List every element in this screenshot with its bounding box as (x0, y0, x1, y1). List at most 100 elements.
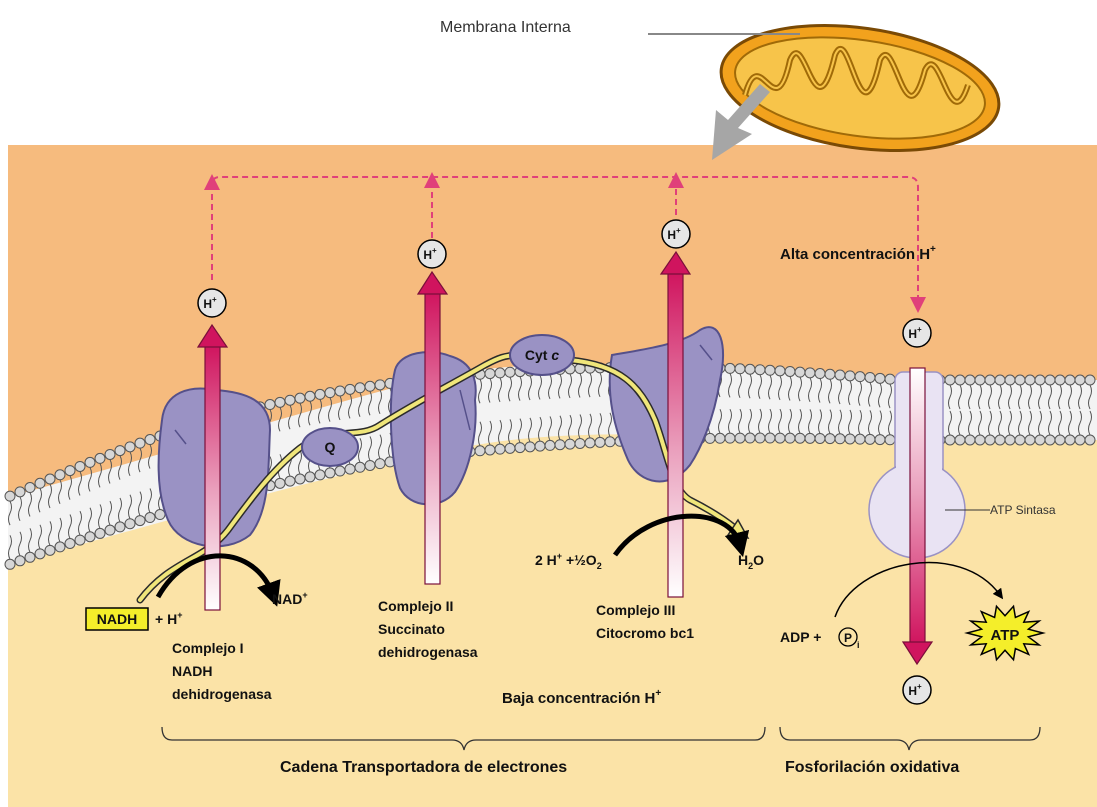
lipid-head (885, 374, 895, 384)
lipid-head (345, 464, 355, 474)
fosforilacion-label: Fosforilación oxidativa (785, 759, 959, 776)
lipid-head (105, 449, 115, 459)
lipid-head (775, 433, 785, 443)
lipid-head (875, 373, 885, 383)
lipid-head (5, 559, 15, 569)
lipid-head (1055, 375, 1065, 385)
phosphate-p: P (844, 631, 852, 645)
lipid-head (885, 435, 895, 445)
baja-concentracion-label: Baja concentración H+ (502, 688, 661, 707)
lipid-head (325, 388, 335, 398)
lipid-head (795, 367, 805, 377)
lipid-head (1035, 435, 1045, 445)
lipid-head (55, 470, 65, 480)
lipid-head (525, 442, 535, 452)
lipid-head (1005, 375, 1015, 385)
lipid-head (725, 363, 735, 373)
lipid-head (805, 433, 815, 443)
atp-sintasa-label: ATP Sintasa (990, 503, 1056, 517)
complex-i-line3: dehidrogenasa (172, 686, 272, 702)
lipid-head (595, 437, 605, 447)
lipid-head (315, 470, 325, 480)
lipid-head (125, 442, 135, 452)
ubiquinone-q: Q (302, 428, 358, 466)
lipid-head (285, 476, 295, 486)
lipid-head (745, 433, 755, 443)
lipid-head (315, 389, 325, 399)
lipid-head (845, 434, 855, 444)
complex-ii-line2: Succinato (378, 621, 445, 637)
complex-ii-title: Complejo II (378, 598, 453, 614)
lipid-head (155, 510, 165, 520)
lipid-head (95, 453, 105, 463)
lipid-head (765, 433, 775, 443)
lipid-head (715, 433, 725, 443)
lipid-head (565, 439, 575, 449)
lipid-head (505, 443, 515, 453)
lipid-head (575, 438, 585, 448)
complex-i-title: Complejo I (172, 640, 244, 656)
lipid-head (515, 443, 525, 453)
lipid-head (295, 474, 305, 484)
lipid-head (375, 459, 385, 469)
atp-label: ATP (991, 627, 1020, 644)
lipid-head (475, 446, 485, 456)
nad-label: NAD+ (272, 590, 308, 607)
lipid-head (995, 435, 1005, 445)
lipid-head (745, 364, 755, 374)
lipid-head (1015, 375, 1025, 385)
lipid-head (1045, 375, 1055, 385)
lipid-head (345, 384, 355, 394)
proton-ion-icon: H+ (903, 319, 931, 347)
lipid-head (75, 461, 85, 471)
lipid-head (955, 435, 965, 445)
lipid-head (805, 368, 815, 378)
membrana-interna-label: Membrana Interna (440, 19, 571, 36)
lipid-head (725, 433, 735, 443)
lipid-head (265, 400, 275, 410)
lipid-head (45, 545, 55, 555)
lipid-head (1085, 375, 1095, 385)
lipid-head (335, 386, 345, 396)
lipid-head (305, 472, 315, 482)
proton-ion-icon: H+ (662, 220, 690, 248)
lipid-head (765, 365, 775, 375)
lipid-head (1075, 435, 1085, 445)
lipid-head (1025, 375, 1035, 385)
lipid-head (285, 395, 295, 405)
lipid-head (145, 513, 155, 523)
q-label: Q (325, 439, 336, 455)
lipid-head (825, 369, 835, 379)
complex-iii-title: Complejo III (596, 602, 675, 618)
lipid-head (735, 433, 745, 443)
lipid-head (295, 393, 305, 403)
cytochrome-c: Cyt c (510, 335, 574, 375)
lipid-head (125, 519, 135, 529)
lipid-head (275, 478, 285, 488)
lipid-head (1055, 435, 1065, 445)
lipid-head (755, 365, 765, 375)
lipid-head (985, 435, 995, 445)
lipid-head (815, 369, 825, 379)
lipid-head (65, 538, 75, 548)
lipid-head (1045, 435, 1055, 445)
lipid-head (1075, 375, 1085, 385)
complex-i-line2: NADH (172, 663, 212, 679)
nadh-label: NADH (97, 611, 137, 627)
cyt-c-label: Cyt c (525, 347, 559, 363)
lipid-head (1015, 435, 1025, 445)
proton-ion-icon: H+ (198, 289, 226, 317)
lipid-head (785, 366, 795, 376)
lipid-head (105, 525, 115, 535)
lipid-head (585, 438, 595, 448)
lipid-head (55, 542, 65, 552)
proton-ion-icon: H+ (903, 676, 931, 704)
lipid-head (755, 433, 765, 443)
lipid-head (495, 368, 505, 378)
lipid-head (1085, 435, 1095, 445)
lipid-head (1065, 375, 1075, 385)
lipid-head (785, 433, 795, 443)
lipid-head (1035, 375, 1045, 385)
lipid-head (25, 552, 35, 562)
